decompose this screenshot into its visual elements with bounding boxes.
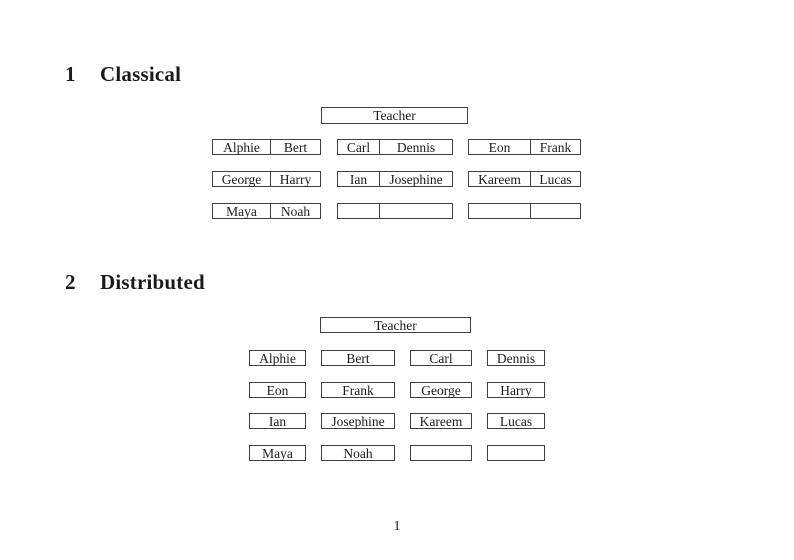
desk-box: Bert (321, 350, 395, 366)
section-title: Distributed (100, 270, 205, 294)
desk-seat-left: Kareem (469, 172, 531, 187)
desk-box: Carl (410, 350, 472, 366)
section-title: Classical (100, 62, 182, 86)
desk-box: Kareem (410, 413, 472, 429)
desk-box: Eon (249, 382, 306, 398)
desk-seat-left: Alphie (213, 140, 271, 155)
desk-seat-left: Eon (469, 140, 531, 155)
desk-seat-left: Carl (338, 140, 380, 155)
desk-box: Maya (249, 445, 306, 461)
desk-box-empty (410, 445, 472, 461)
desk-seat-right: Frank (539, 139, 572, 155)
desk-box: Alphie (249, 350, 306, 366)
page-number: 1 (393, 519, 401, 534)
desk-seat-left (338, 204, 380, 218)
teacher-box-distributed: Teacher (320, 317, 471, 333)
desk-box: Maya Noah (212, 203, 321, 219)
desk-box: George (410, 382, 472, 398)
desk-seat-right (531, 204, 580, 218)
section-number: 1 (65, 62, 76, 86)
desk-box: Ian (249, 413, 306, 429)
desk-seat-right: Bert (283, 139, 308, 155)
desk-box: Josephine (321, 413, 395, 429)
desk-box: Harry (487, 382, 545, 398)
desk-seat-right: Lucas (539, 171, 572, 187)
desk-box: George Harry (212, 171, 321, 187)
desk-box-empty (468, 203, 581, 219)
desk-box-empty (487, 445, 545, 461)
teacher-label: Teacher (374, 317, 417, 333)
section-number: 2 (65, 270, 76, 294)
desk-box: Lucas (487, 413, 545, 429)
desk-seat-right (380, 204, 452, 218)
desk-seat-right: Harry (279, 171, 312, 187)
desk-box: Carl Dennis (337, 139, 453, 155)
teacher-label: Teacher (373, 108, 416, 123)
desk-box: Kareem Lucas (468, 171, 581, 187)
desk-seat-right: Dennis (396, 139, 436, 155)
desk-box: Noah (321, 445, 395, 461)
teacher-box-classical: Teacher (321, 107, 468, 124)
desk-box: Frank (321, 382, 395, 398)
desk-box: Ian Josephine (337, 171, 453, 187)
desk-box-empty (337, 203, 453, 219)
desk-seat-right: Noah (280, 203, 311, 219)
desk-seat-right: Josephine (389, 171, 443, 187)
section-heading-classical: 1 Classical (65, 62, 181, 87)
section-heading-distributed: 2 Distributed (65, 270, 205, 295)
desk-seat-left: Maya (213, 204, 271, 219)
desk-box: Eon Frank (468, 139, 581, 155)
desk-seat-left: Ian (338, 172, 380, 187)
desk-box: Dennis (487, 350, 545, 366)
desk-seat-left (469, 204, 531, 218)
desk-box: Alphie Bert (212, 139, 321, 155)
desk-seat-left: George (213, 172, 271, 187)
